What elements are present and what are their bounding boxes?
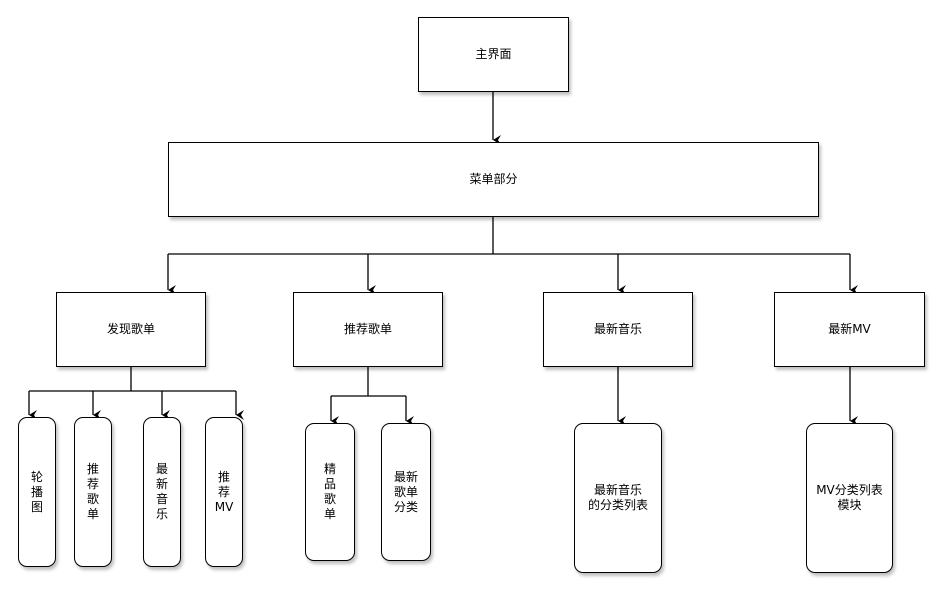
node-label: 精 品 歌 单 — [323, 462, 336, 521]
node-latest-mv[interactable]: 最新MV — [774, 292, 925, 367]
node-label: 主界面 — [475, 47, 512, 61]
node-recommend-mv-sub[interactable]: 推 荐 MV — [205, 417, 243, 567]
node-recommend-playlists-sub[interactable]: 推 荐 歌 单 — [74, 417, 112, 567]
node-recommended-playlists[interactable]: 推荐歌单 — [293, 292, 443, 367]
node-label: 菜单部分 — [469, 172, 518, 186]
node-label: 推 荐 歌 单 — [86, 462, 99, 521]
node-label: 发现歌单 — [106, 322, 155, 336]
node-label: 最新 歌单 分类 — [393, 469, 418, 514]
node-label: 推荐歌单 — [343, 322, 392, 336]
node-label: 最新MV — [828, 322, 871, 336]
node-mv-category-list-module[interactable]: MV分类列表 模块 — [806, 423, 893, 573]
node-discover-playlists[interactable]: 发现歌单 — [56, 292, 206, 367]
node-latest-music-sub[interactable]: 最 新 音 乐 — [143, 417, 181, 567]
node-main-interface[interactable]: 主界面 — [418, 17, 569, 92]
node-menu-section[interactable]: 菜单部分 — [168, 142, 819, 217]
node-label: 最 新 音 乐 — [155, 462, 168, 521]
node-label: 轮 播 图 — [30, 469, 43, 514]
node-latest-music-category-list[interactable]: 最新音乐 的分类列表 — [574, 423, 662, 573]
node-label: 最新音乐 — [593, 322, 642, 336]
node-latest-music[interactable]: 最新音乐 — [543, 292, 693, 367]
node-premium-playlists[interactable]: 精 品 歌 单 — [305, 423, 355, 561]
node-latest-playlist-categories[interactable]: 最新 歌单 分类 — [381, 423, 431, 561]
node-label: 推 荐 MV — [214, 469, 234, 514]
node-carousel[interactable]: 轮 播 图 — [18, 417, 56, 567]
node-label: 最新音乐 的分类列表 — [587, 483, 648, 512]
node-label: MV分类列表 模块 — [816, 483, 883, 512]
